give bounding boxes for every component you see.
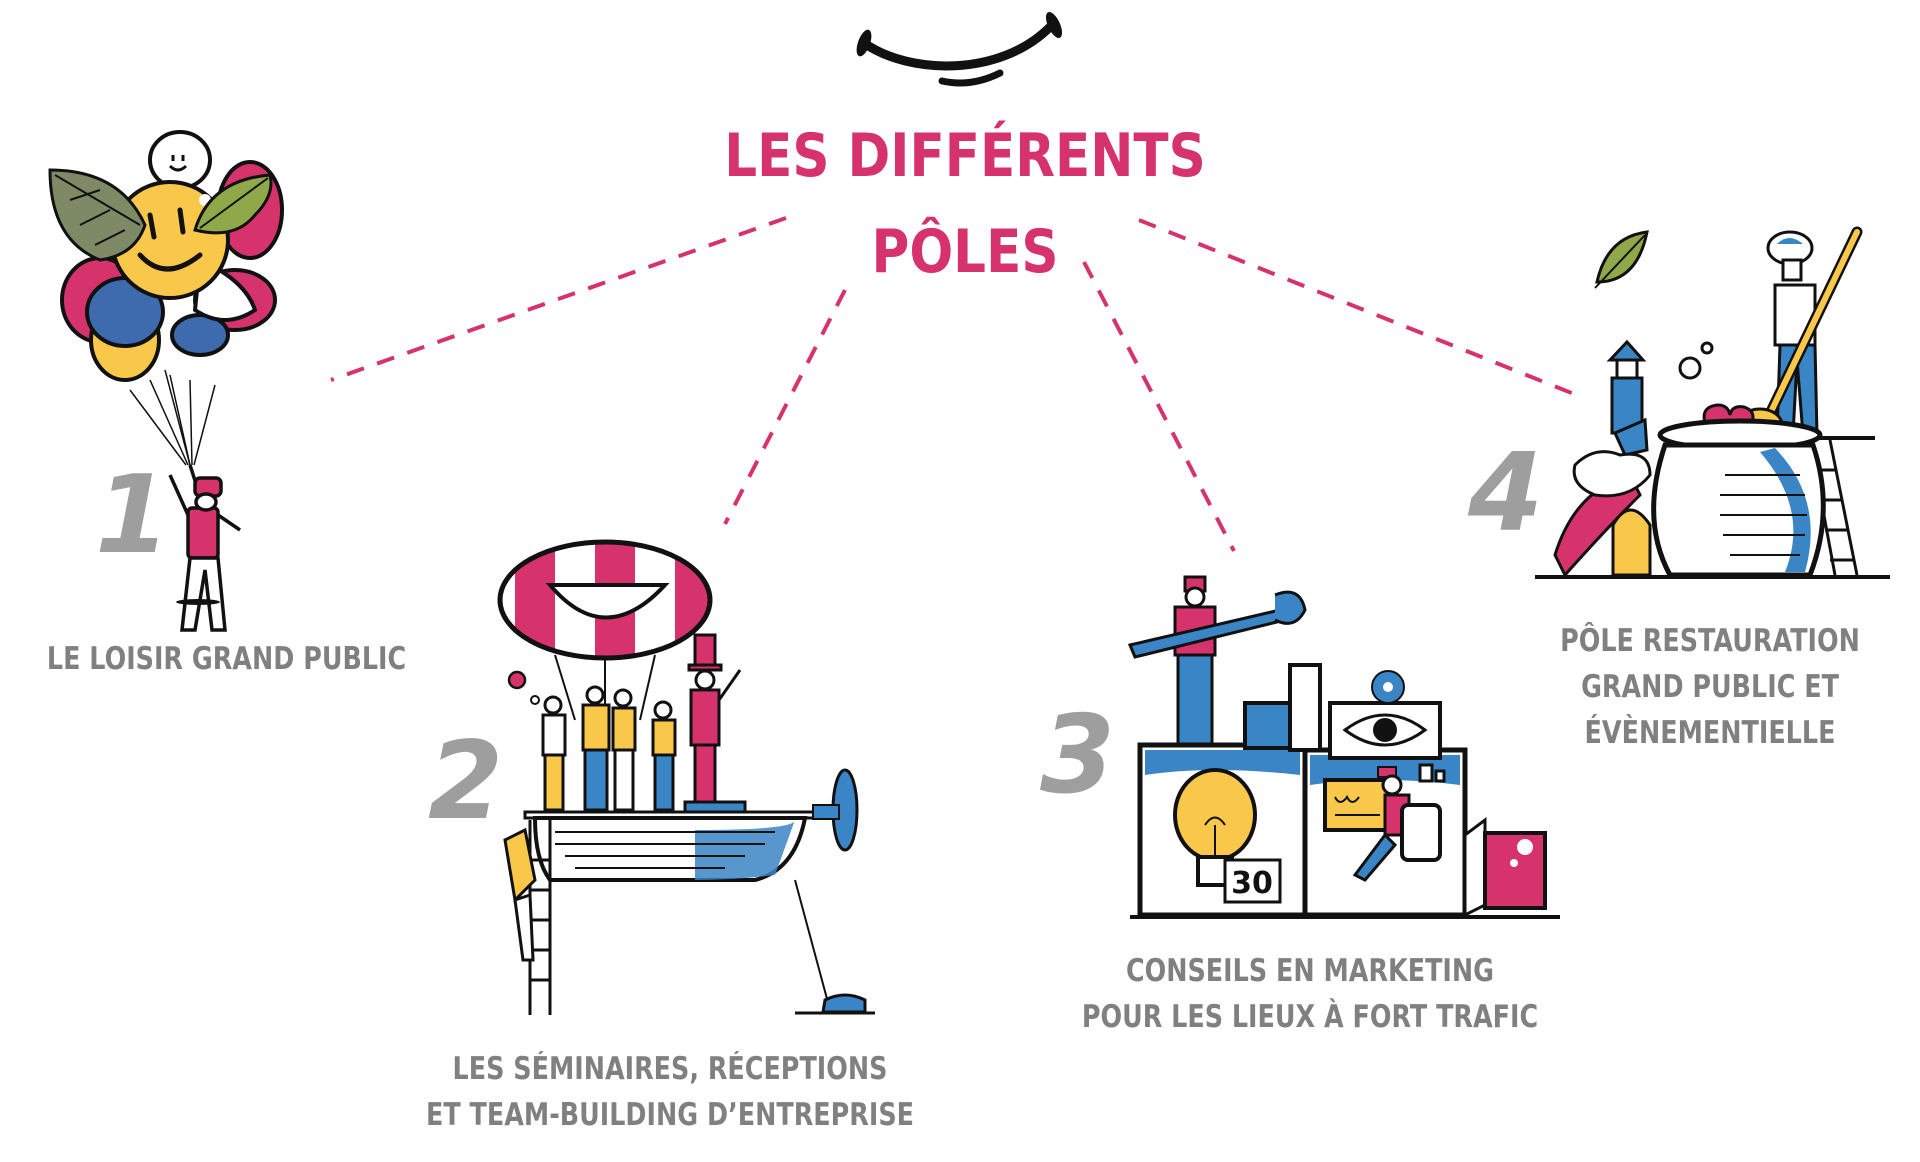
pole-label-4-line-3: ÉVÈNEMENTIELLE [1584,715,1836,751]
pole-number-3: 3 [1040,693,1116,818]
pole-label-4: PÔLE RESTAURATION GRAND PUBLIC ET ÉVÈNEM… [1546,618,1874,756]
chef-cooking-pot-icon [1535,226,1890,579]
pole-label-3: CONSEILS EN MARKETING POUR LES LIEUX À F… [1056,948,1564,1040]
smile-logo-icon [856,12,1063,87]
pole-label-1: LE LOISIR GRAND PUBLIC [46,636,407,682]
balloons-man-icon [48,130,284,632]
airship-team-icon [497,539,875,1015]
pole-label-4-line-2: GRAND PUBLIC ET [1581,669,1839,705]
pole-number-4: 4 [1468,431,1544,556]
pole-label-2-line-2: ET TEAM-BUILDING D’ENTREPRISE [425,1097,915,1133]
pole-label-3-line-1: CONSEILS EN MARKETING [1125,953,1495,989]
connector-line-1 [330,216,787,382]
pole-label-1-line-1: LE LOISIR GRAND PUBLIC [46,641,407,677]
pole-label-3-line-2: POUR LES LIEUX À FORT TRAFIC [1081,999,1539,1035]
pole-number-1: 1 [95,453,171,578]
pole-label-4-line-1: PÔLE RESTAURATION [1560,623,1860,659]
connector-line-4 [1138,218,1575,396]
connector-line-2 [723,289,847,525]
pole-number-2: 2 [428,719,504,844]
marketing-workshop-icon: 30 [1127,575,1560,919]
pole-label-2: LES SÉMINAIRES, RÉCEPTIONS ET TEAM-BUILD… [399,1046,940,1138]
page-title-line-2: PÔLES [871,217,1059,287]
connector-line-3 [1082,261,1236,552]
printer-3d-label: 30 [1231,866,1273,901]
pole-label-2-line-1: LES SÉMINAIRES, RÉCEPTIONS [452,1051,888,1087]
page-title-line-1: LES DIFFÉRENTS [724,121,1206,191]
